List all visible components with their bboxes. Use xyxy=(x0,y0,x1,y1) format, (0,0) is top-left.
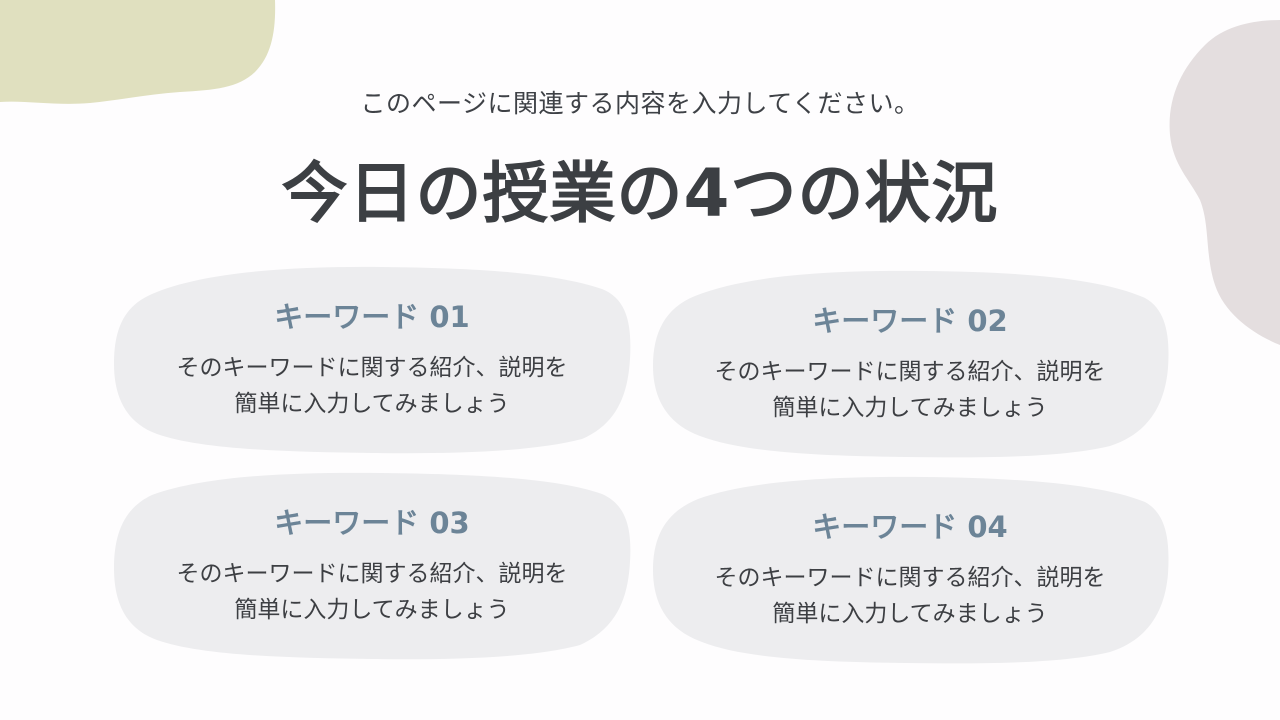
card-description-line-2: 簡単に入力してみましょう xyxy=(234,391,510,417)
keyword-card-04: キーワード 04 そのキーワードに関する紹介、説明を 簡単に入力してみましょう xyxy=(650,474,1170,664)
card-blob-background xyxy=(653,476,1169,664)
page-subtitle: このページに関連する内容を入力してください。 xyxy=(360,89,920,118)
card-description-line-1: そのキーワードに関する紹介、説明を xyxy=(176,355,568,381)
card-title: キーワード 03 xyxy=(274,506,470,540)
decorative-blob-top-right xyxy=(1169,20,1280,345)
card-description: そのキーワードに関する紹介、説明を 簡単に入力してみましょう xyxy=(650,560,1170,632)
card-title: キーワード 04 xyxy=(812,510,1008,544)
decorative-blob-top-left xyxy=(0,0,276,104)
card-blob-background xyxy=(114,266,631,454)
card-description: そのキーワードに関する紹介、説明を 簡単に入力してみましょう xyxy=(112,350,632,422)
card-description-line-1: そのキーワードに関する紹介、説明を xyxy=(176,561,568,587)
card-description-line-2: 簡単に入力してみましょう xyxy=(772,601,1048,627)
card-description-line-2: 簡単に入力してみましょう xyxy=(772,395,1048,421)
card-description-line-1: そのキーワードに関する紹介、説明を xyxy=(714,565,1106,591)
keyword-card-01: キーワード 01 そのキーワードに関する紹介、説明を 簡単に入力してみましょう xyxy=(112,264,632,454)
card-content: キーワード 04 そのキーワードに関する紹介、説明を 簡単に入力してみましょう xyxy=(650,474,1170,664)
page-title: 今日の授業の4つの状況 xyxy=(281,155,999,232)
card-content: キーワード 03 そのキーワードに関する紹介、説明を 簡単に入力してみましょう xyxy=(112,470,632,660)
keyword-card-03: キーワード 03 そのキーワードに関する紹介、説明を 簡単に入力してみましょう xyxy=(112,470,632,660)
card-blob-background xyxy=(653,270,1169,458)
card-title: キーワード 02 xyxy=(812,304,1008,338)
card-description-line-2: 簡単に入力してみましょう xyxy=(234,597,510,623)
card-description: そのキーワードに関する紹介、説明を 簡単に入力してみましょう xyxy=(112,556,632,628)
card-description-line-1: そのキーワードに関する紹介、説明を xyxy=(714,359,1106,385)
card-content: キーワード 02 そのキーワードに関する紹介、説明を 簡単に入力してみましょう xyxy=(650,268,1170,458)
card-description: そのキーワードに関する紹介、説明を 簡単に入力してみましょう xyxy=(650,354,1170,426)
keyword-card-02: キーワード 02 そのキーワードに関する紹介、説明を 簡単に入力してみましょう xyxy=(650,268,1170,458)
card-content: キーワード 01 そのキーワードに関する紹介、説明を 簡単に入力してみましょう xyxy=(112,264,632,454)
card-title: キーワード 01 xyxy=(274,300,470,334)
card-blob-background xyxy=(114,472,631,660)
